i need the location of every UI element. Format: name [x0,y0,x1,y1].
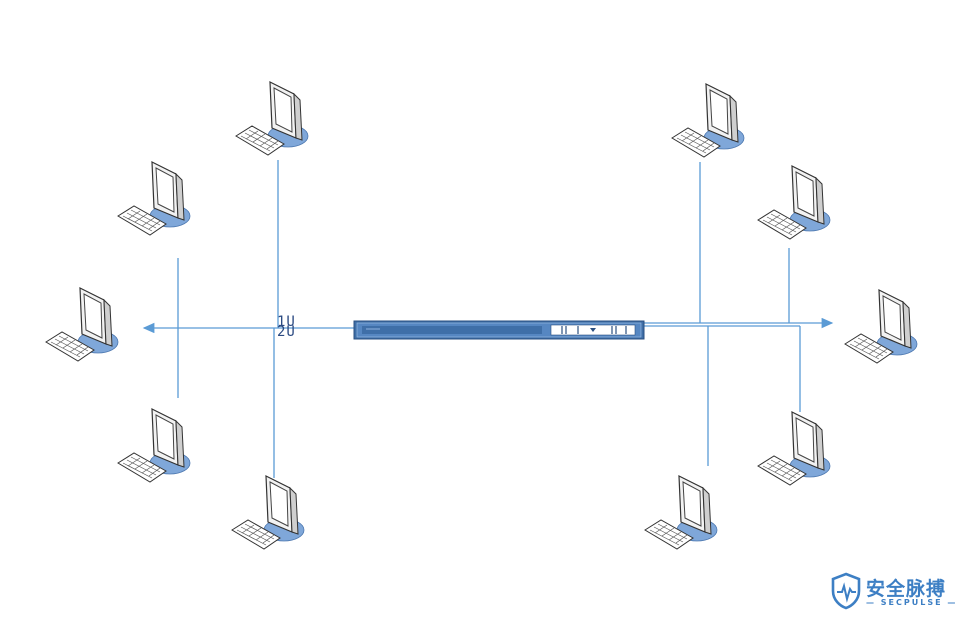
workstation-right-middle [844,289,918,364]
rack-server-icon [353,320,645,340]
workstation-left-bottom [231,475,305,550]
workstation-right-upper [757,165,831,240]
logo-name: 安全脉搏 [866,578,947,600]
logo-subtitle: — SECPULSE — [866,598,958,607]
workstation-left-top [235,81,309,156]
connection-lines [142,160,834,478]
workstation-left-upper [117,161,191,236]
device-label-1u: 1U [277,314,296,330]
workstation-right-bottom [644,475,718,550]
workstation-right-lower [757,411,831,486]
shield-pulse-icon [831,572,861,610]
workstation-right-top [671,83,745,158]
workstation-left-middle [45,287,119,362]
secpulse-logo: 安全脉搏 — SECPULSE — [830,572,970,612]
workstation-left-lower [117,408,191,483]
device-label-2u: 2U [277,324,296,340]
